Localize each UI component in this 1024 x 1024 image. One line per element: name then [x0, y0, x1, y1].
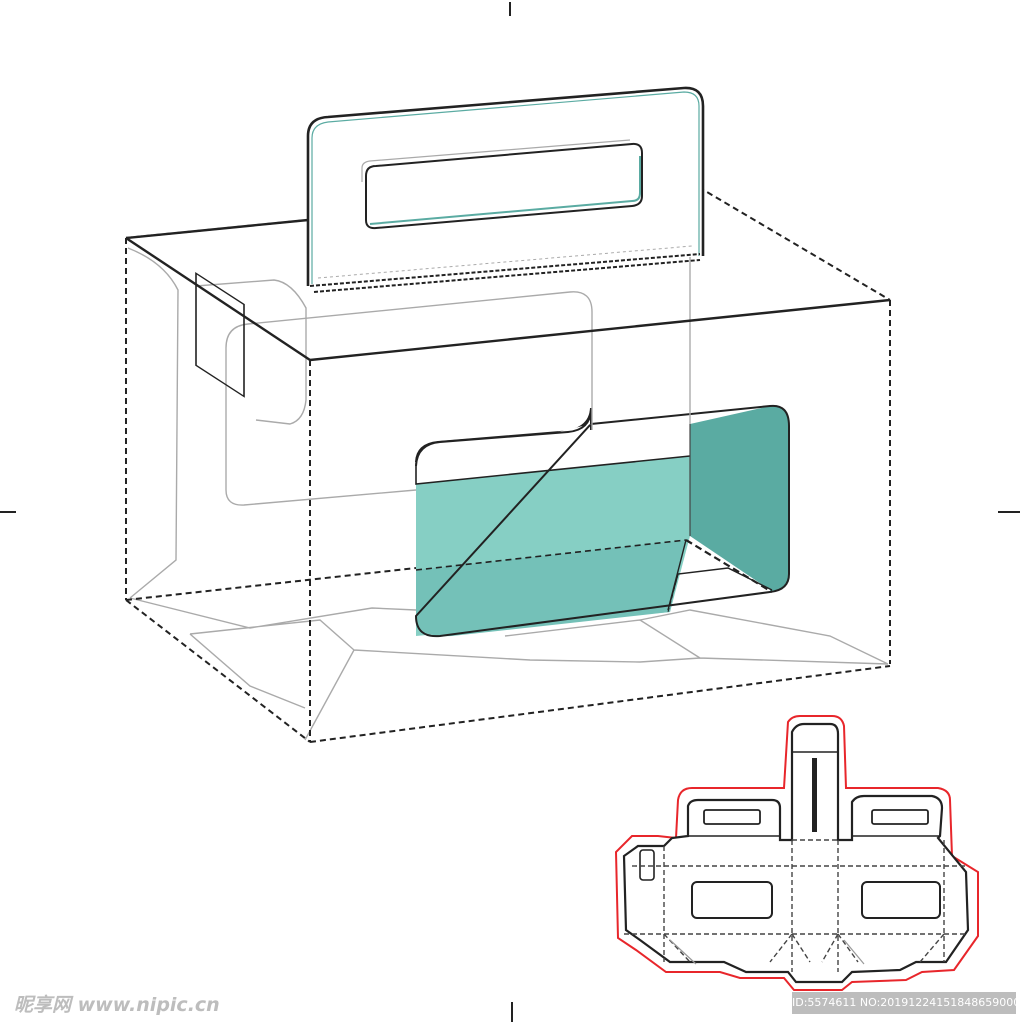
- back-window-outline: [225, 291, 593, 506]
- edge-bottom-left: [125, 599, 311, 743]
- dieline-left-window: [691, 881, 773, 919]
- dieline-cut-outline: [622, 722, 970, 984]
- dieline-bleed-outline: [614, 715, 979, 991]
- box-3d: [125, 86, 891, 743]
- fold-diag-1: [663, 933, 691, 963]
- side-flap-curve: [127, 247, 179, 599]
- window-bump-edge: [415, 409, 592, 467]
- window-floor-back: [415, 539, 687, 571]
- edge-left-top: [125, 236, 311, 362]
- bottom-flaps: [129, 597, 889, 741]
- edge-right-top: [689, 181, 891, 301]
- window-side-fill: [690, 405, 789, 592]
- handle-base-faint: [317, 245, 693, 279]
- fold-diag-4: [919, 933, 945, 963]
- fold-diag-2: [769, 933, 793, 963]
- dieline-side-slot: [639, 849, 655, 881]
- edge-back-bottom: [125, 567, 417, 601]
- handle-base-perforation: [309, 253, 701, 293]
- back-tab-outline: [195, 279, 307, 425]
- edge-front-bottom: [309, 665, 891, 743]
- window-panel: [414, 404, 790, 638]
- faint-line-2: [843, 939, 865, 965]
- flat-dieline: [614, 715, 979, 991]
- dieline-handle-slot: [812, 758, 817, 832]
- handle-hole-shade: [369, 156, 641, 225]
- handle-hole-faint: [361, 139, 631, 182]
- image-id-bar: ID:5574611 NO:20191224151848659000: [792, 992, 1016, 1014]
- edge-front-top: [309, 298, 891, 362]
- edge-top-back-solid: [125, 218, 309, 240]
- dieline-faint-lines: [669, 939, 865, 965]
- faint-line-1: [669, 939, 697, 965]
- dieline-fold-lines: [624, 839, 968, 972]
- dieline-left-tab-hole: [703, 809, 761, 825]
- carry-handle: [306, 86, 705, 293]
- fold-diag-6: [821, 933, 839, 963]
- watermark-text: 昵享网 www.nipic.cn: [14, 994, 220, 1016]
- side-slot: [195, 271, 245, 398]
- dieline-right-window: [861, 881, 941, 919]
- fold-diag-3: [837, 933, 859, 963]
- handle-inner-line: [311, 91, 700, 284]
- fold-diag-5: [791, 933, 811, 963]
- box-cut-edges: [125, 178, 891, 362]
- dieline-right-tab-hole: [871, 809, 929, 825]
